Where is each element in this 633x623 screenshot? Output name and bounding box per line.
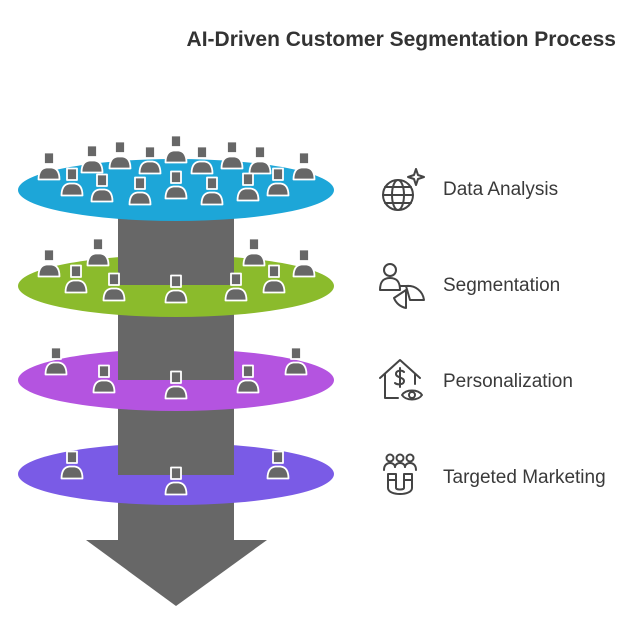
magnet-people-icon [383,453,417,495]
stage-label-segmentation: Segmentation [443,275,561,296]
stage-label-data-analysis: Data Analysis [443,179,559,200]
house-dollar-eye-icon [379,359,423,401]
globe-sparkle-icon [382,168,425,211]
page-title: AI-Driven Customer Segmentation Process [186,28,616,51]
stage-label-personalization: Personalization [443,371,573,392]
funnel-arrowhead [86,540,267,606]
segment-pie-icon [379,263,425,309]
stage-label-targeted-marketing: Targeted Marketing [443,467,606,488]
